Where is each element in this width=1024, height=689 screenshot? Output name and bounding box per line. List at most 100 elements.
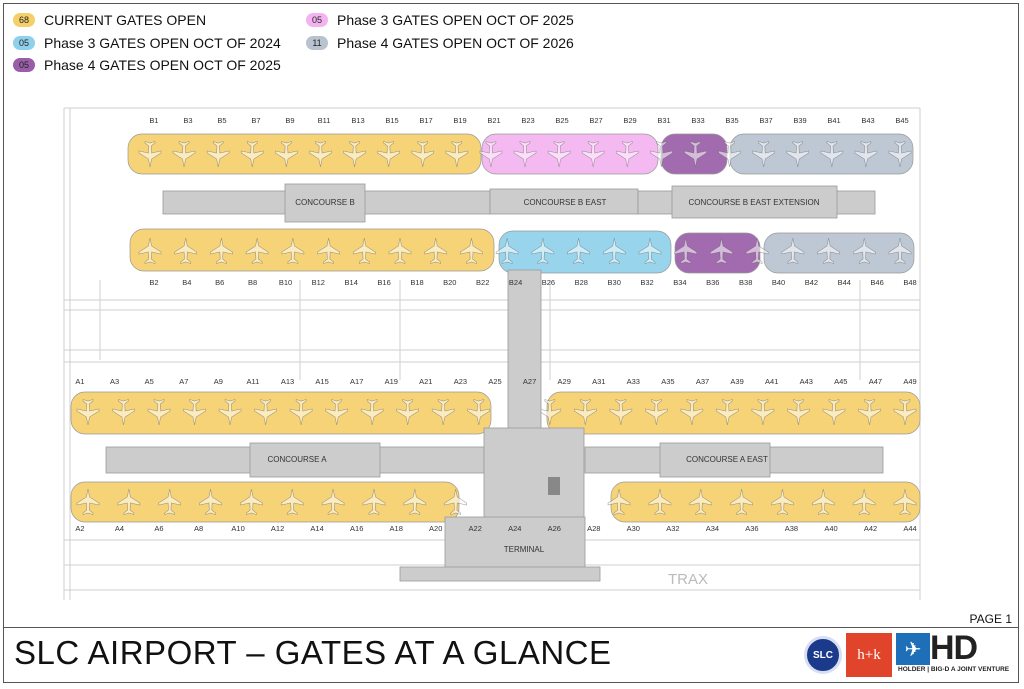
gate-label: A4 [115,524,124,533]
aircraft-icon [174,237,198,264]
aircraft-icon [495,237,519,264]
concourse-a-east-hub [659,442,771,478]
aircraft-layer [76,141,917,515]
concourse-a-hub [249,442,381,478]
background-lines [63,107,921,600]
gate-label: B11 [318,116,331,125]
aircraft-icon [680,399,704,426]
gate-label: B48 [903,278,916,287]
aircraft-icon [888,141,912,168]
gate-label: A23 [454,377,467,386]
aircraft-icon [609,399,633,426]
aircraft-icon [321,488,345,515]
aircraft-icon [674,237,698,264]
gate-label: B2 [149,278,158,287]
aircraft-icon [648,488,672,515]
aircraft-icon [531,237,555,264]
aircraft-icon [280,488,304,515]
gate-label: B27 [589,116,602,125]
aircraft-icon [76,399,100,426]
aircraft-icon [786,141,810,168]
aircraft-icon [718,141,741,168]
aircraft-icon [607,488,631,515]
gate-label: A20 [429,524,442,533]
gate-label: B23 [521,116,534,125]
gate-label: B13 [351,116,364,125]
gate-label: A21 [419,377,432,386]
aircraft-icon [567,237,590,264]
logo-group: SLC h+k ✈ HD HOLDER | BIG-D A JOINT VENT… [804,629,1016,678]
airport-map: CONCOURSE B CONCOURSE B EAST CONCOURSE B… [63,107,921,600]
terminal-label: TERMINAL [504,545,545,554]
aircraft-icon [817,237,840,264]
gate-label: A2 [75,524,84,533]
legend-count: 05 [306,13,328,27]
aircraft-icon [388,237,412,264]
gate-label: B25 [555,116,568,125]
aircraft-icon [650,141,673,168]
concourse-b-east-ext-hub [671,185,838,219]
aircraft-icon [138,237,162,264]
hd-logo: ✈ HD HOLDER | BIG-D A JOINT VENTURE [896,629,1010,673]
gate-label: B14 [345,278,358,287]
aircraft-icon [158,488,181,515]
gate-label: A22 [469,524,482,533]
gate-label: B33 [691,116,704,125]
aircraft-icon [396,399,419,426]
aircraft-icon [615,141,639,168]
gate-label: B8 [248,278,257,287]
aircraft-icon [581,141,605,168]
gate-label: A41 [765,377,778,386]
aircraft-icon [403,488,427,515]
gate-label: B35 [725,116,738,125]
gate-label: B19 [453,116,466,125]
gate-label: A15 [315,377,328,386]
gate-label: A31 [592,377,605,386]
concourse-a-east-label: CONCOURSE A EAST [686,455,768,464]
page-number: PAGE 1 [969,612,1012,626]
gate-label: A1 [75,377,84,386]
gate-label: B1 [149,116,158,125]
gate-label: A49 [903,377,916,386]
aircraft-icon [362,488,386,515]
gate-label: A3 [110,377,119,386]
gate-label: A24 [508,524,521,533]
gate-label: B24 [509,278,522,287]
aircraft-icon [467,399,491,426]
aircraft-icon [547,141,571,168]
gate-label: A28 [587,524,600,533]
slc-logo: SLC [804,636,842,674]
aircraft-icon [325,399,348,426]
aircraft-icon [360,399,384,426]
gate-label: A10 [231,524,244,533]
aircraft-icon [888,237,912,264]
aircraft-icon [240,488,263,515]
page-title: SLC AIRPORT – GATES AT A GLANCE [14,634,612,671]
gate-label: A27 [523,377,536,386]
gate-label: B10 [279,278,292,287]
legend-item-phase3-2024: 05 Phase 3 GATES OPEN OCT OF 2024 [13,35,281,51]
concourse-b-east-ext-label: CONCOURSE B EAST EXTENSION [689,198,820,207]
aircraft-icon [858,399,881,426]
aircraft-icon [240,141,264,168]
legend-count: 05 [13,36,35,50]
gate-label: A42 [864,524,877,533]
aircraft-icon [479,141,503,168]
legend-item-phase4-2026: 11 Phase 4 GATES OPEN OCT OF 2026 [306,35,574,51]
gate-label: B43 [861,116,874,125]
aircraft-icon [210,237,233,264]
gate-label: B17 [419,116,432,125]
gate-label: A7 [179,377,188,386]
gate-label: A37 [696,377,709,386]
aircraft-icon [854,141,878,168]
aircraft-icon [444,488,467,515]
aircraft-icon [411,141,435,168]
gate-label: A43 [800,377,813,386]
gate-label: A32 [666,524,679,533]
gate-label: B26 [542,278,555,287]
gate-label: B12 [312,278,325,287]
gate-label: A11 [247,377,260,386]
gate-label: B32 [640,278,653,287]
gate-label: A25 [488,377,501,386]
gate-label: B16 [377,278,390,287]
